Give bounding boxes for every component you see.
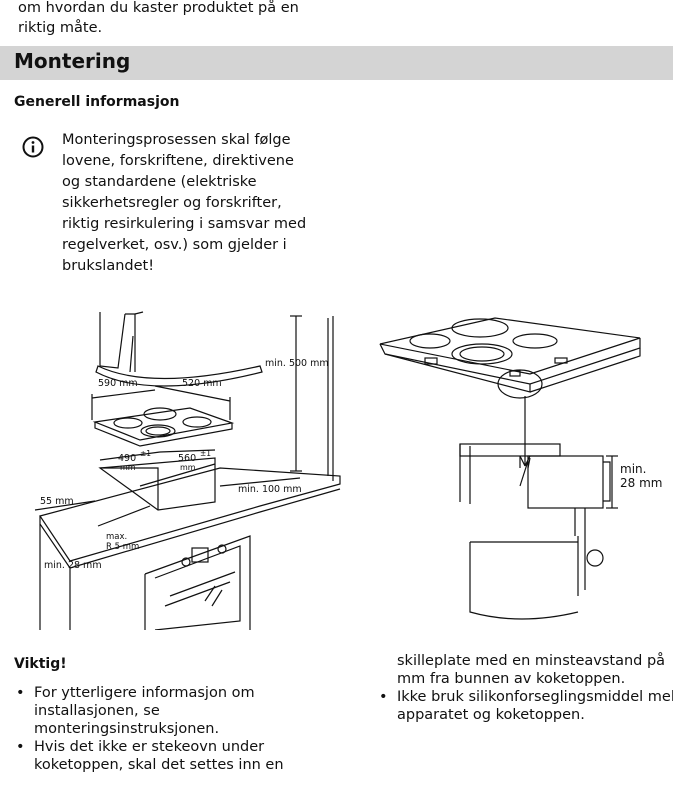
list-item-line: mm fra bunnen av koketoppen. <box>397 671 626 687</box>
section-bar <box>0 46 673 80</box>
intro-line-2: riktig måte. <box>18 20 103 36</box>
section-title: Montering <box>14 49 131 73</box>
info-line: lovene, forskriftene, direktivene <box>62 153 294 169</box>
bullet: • <box>16 739 25 755</box>
list-item-line: skilleplate med en minsteavstand på <box>397 653 666 669</box>
list-item-line: For ytterligere informasjon om <box>34 685 255 701</box>
label-560-mm: mm <box>180 463 196 472</box>
info-line: riktig resirkulering i samsvar med <box>62 216 307 232</box>
label-min100: min. 100 mm <box>238 484 302 495</box>
label-min28-right-2: 28 mm <box>620 476 662 490</box>
intro-line-1: om hvordan du kaster produktet på en <box>18 0 299 16</box>
label-560: 560 <box>178 453 196 464</box>
list-item-line: koketoppen, skal det settes inn en <box>34 757 284 773</box>
info-line: regelverket, osv.) som gjelder i <box>62 237 287 253</box>
info-line: brukslandet! <box>62 258 155 274</box>
bullet: • <box>16 685 25 701</box>
info-icon <box>22 136 44 158</box>
label-490-tol: ±1 <box>140 449 151 458</box>
label-560-tol: ±1 <box>200 449 211 458</box>
list-item-line: monteringsinstruksjonen. <box>34 721 220 737</box>
installation-diagram: 590 mm 520 mm min. 500 mm 490 ±1 mm 560 … <box>34 311 662 630</box>
info-line: sikkerhetsregler og forskrifter, <box>62 195 282 211</box>
label-min28-left: min. 28 mm <box>44 560 102 571</box>
label-490-mm: mm <box>120 463 136 472</box>
intro-tail: om hvordan du kaster produktet på en rik… <box>18 0 338 38</box>
important-column-1: • For ytterligere informasjon om install… <box>14 684 314 774</box>
list-item-line: Hvis det ikke er stekeovn under <box>34 739 265 755</box>
kitchen-drawing <box>34 311 341 630</box>
list-item-line: Ikke bruk silikonforseglingsmiddel mel <box>397 689 673 705</box>
label-min28-right-1: min. <box>620 462 646 476</box>
general-info-text: Monteringsprosessen skal følge lovene, f… <box>62 130 322 277</box>
label-55: 55 mm <box>40 496 74 507</box>
label-520: 520 mm <box>182 378 222 389</box>
list-item-line: apparatet og koketoppen. <box>397 707 585 723</box>
list-item: • Hvis det ikke er stekeovn under koketo… <box>14 738 314 774</box>
label-490: 490 <box>118 453 136 464</box>
label-min500: min. 500 mm <box>265 358 329 369</box>
important-column-2: skilleplate med en minsteavstand på mm f… <box>377 652 673 724</box>
label-max: max. <box>106 532 127 542</box>
hob-section-drawing <box>379 317 641 620</box>
general-heading: Generell informasjon <box>14 94 180 110</box>
list-item: • For ytterligere informasjon om install… <box>14 684 314 738</box>
info-line: og standardene (elektriske <box>62 174 257 190</box>
bullet: • <box>379 689 388 705</box>
list-item: • Ikke bruk silikonforseglingsmiddel mel… <box>377 688 673 724</box>
label-590: 590 mm <box>98 378 138 389</box>
info-line: Monteringsprosessen skal følge <box>62 132 291 148</box>
list-item-line: installasjonen, se <box>34 703 160 719</box>
important-heading: Viktig! <box>14 656 67 672</box>
label-r5: R 5 mm <box>106 542 139 552</box>
